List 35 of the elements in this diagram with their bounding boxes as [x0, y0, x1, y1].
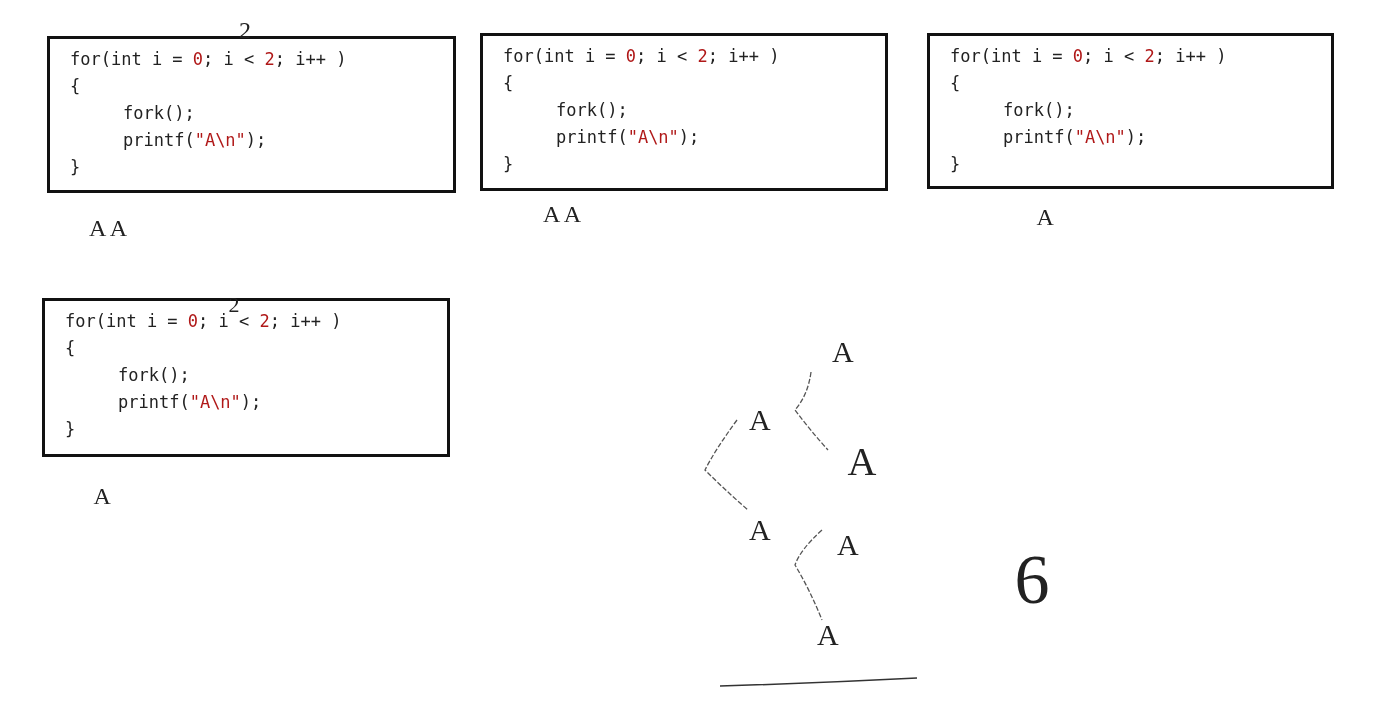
code-line: printf("A\n");: [1003, 127, 1147, 147]
output-text: A A: [543, 202, 581, 226]
code-line: fork();: [556, 100, 628, 120]
code-line: }: [70, 157, 81, 177]
handwritten-letter: A: [749, 515, 771, 545]
code-box: [47, 36, 456, 193]
code-line: {: [503, 73, 514, 93]
code-box: [927, 33, 1334, 189]
code-box: [42, 298, 450, 457]
code-line: for(int i = 0; i < 2; i++ ): [70, 49, 347, 69]
code-line: {: [950, 73, 961, 93]
code-line: printf("A\n");: [556, 127, 700, 147]
output-text: A: [1036, 205, 1054, 229]
code-line: {: [70, 76, 81, 96]
code-line: fork();: [123, 103, 195, 123]
code-line: }: [950, 154, 961, 174]
code-line: fork();: [118, 365, 190, 385]
handwritten-letter: A: [749, 405, 771, 435]
code-line: }: [503, 154, 514, 174]
code-line: fork();: [1003, 100, 1075, 120]
handwritten-letter: A: [837, 530, 859, 560]
code-line: {: [65, 338, 76, 358]
handwritten-letter: A: [832, 337, 854, 367]
handwritten-letter: A: [817, 620, 839, 650]
code-line: printf("A\n");: [118, 392, 262, 412]
code-box: [480, 33, 888, 191]
code-line: for(int i = 0; i < 2; i++ ): [950, 46, 1227, 66]
handwritten-number: 6: [1014, 545, 1050, 615]
output-text: A: [93, 484, 111, 508]
code-line: }: [65, 419, 76, 439]
output-text: A A: [89, 216, 127, 240]
handwritten-letter: A: [847, 442, 877, 482]
code-line: for(int i = 0; i < 2; i++ ): [65, 311, 342, 331]
code-line: for(int i = 0; i < 2; i++ ): [503, 46, 780, 66]
code-line: printf("A\n");: [123, 130, 267, 150]
